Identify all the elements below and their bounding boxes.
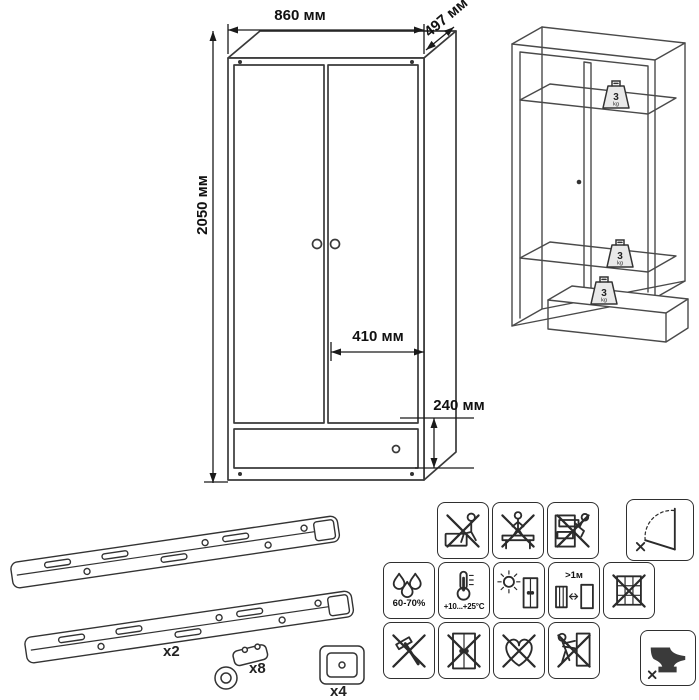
temperature-label: +10...+25°C — [443, 602, 485, 612]
temperature-icon: +10...+25°C — [438, 562, 490, 619]
iso-door-knob — [576, 179, 582, 185]
avoid-sunlight-icon — [493, 562, 545, 619]
no-child-climbing-icon — [547, 502, 599, 559]
weight-badge-1: 3 kg — [602, 80, 630, 109]
no-standing-icon — [492, 502, 544, 559]
front-view — [227, 30, 457, 481]
weight-1-unit: kg — [613, 102, 619, 108]
right-door-knob — [329, 238, 341, 250]
width-dimension-label: 860 мм — [274, 7, 325, 24]
pulled-drawer-body — [547, 298, 689, 343]
weight-2-unit: kg — [617, 261, 623, 267]
person-sitting-crossed-icon — [444, 512, 480, 548]
hinges-qty-label: x8 — [249, 660, 266, 677]
humidity-icon: 60-70% — [383, 562, 435, 619]
no-hammering-icon — [383, 622, 435, 679]
feet-qty-label: x4 — [330, 683, 347, 700]
weight-badge-3: 3 kg — [590, 276, 618, 305]
no-glass-impact-icon — [603, 562, 655, 619]
sun-wardrobe-icon — [497, 569, 539, 608]
wardrobe-crossed-icon — [447, 632, 481, 669]
drawer-slide-2 — [24, 590, 355, 664]
dimension-width: 860 мм — [227, 7, 425, 54]
person-pushing-crossed-icon — [557, 632, 591, 668]
heart-crossed-icon — [502, 633, 536, 668]
drawer-height-dimension-label: 240 мм — [433, 397, 484, 414]
hammer-crossed-icon — [392, 633, 426, 668]
dimension-drawer-height: 240 мм — [400, 397, 485, 469]
anvil-icon — [647, 647, 686, 680]
weight-1-value: 3 — [613, 92, 619, 103]
no-sitting-icon — [437, 502, 489, 559]
child-climbing-crossed-icon — [554, 512, 590, 548]
isometric-view: 3 kg 3 kg 3 kg — [511, 26, 689, 343]
weight-3-unit: kg — [601, 298, 607, 304]
thermometer-icon — [456, 570, 474, 601]
open-door-edge — [583, 61, 592, 293]
heater-distance-label: >1м — [565, 570, 583, 582]
dimension-inner-width: 410 мм — [330, 328, 424, 361]
heater-distance-icon: >1м — [548, 562, 600, 619]
radiator-distance-icon — [555, 583, 594, 609]
no-pushing-icon — [548, 622, 600, 679]
left-door-knob — [311, 238, 323, 250]
middle-shelf — [519, 241, 677, 273]
top-shelf — [519, 83, 677, 115]
humidity-label: 60-70% — [392, 598, 426, 610]
drawer-slide-1 — [10, 515, 341, 589]
dimension-height: 2050 мм — [194, 31, 228, 483]
cup-hinge-icon — [214, 643, 269, 690]
water-drops-icon — [392, 573, 422, 599]
weight-3-value: 3 — [601, 288, 607, 299]
door-swing-icon — [635, 507, 676, 552]
no-leaning-on-doors-icon — [438, 622, 490, 679]
door-swing-clearance-icon — [626, 499, 694, 561]
foot-pad-icon — [319, 645, 365, 685]
lattice-crossed-icon — [612, 573, 646, 608]
drawer-knob — [391, 444, 401, 454]
inner-width-dimension-label: 410 мм — [352, 328, 403, 345]
weight-2-value: 3 — [617, 251, 623, 262]
weight-badge-2: 3 kg — [606, 239, 634, 268]
slides-qty-label: x2 — [163, 643, 180, 660]
person-standing-crossed-icon — [501, 510, 535, 549]
height-dimension-label: 2050 мм — [194, 175, 211, 235]
drawer-front — [233, 428, 419, 469]
heavy-anvil-icon — [640, 630, 696, 686]
heart-care-icon — [493, 622, 545, 679]
pulled-drawer-top — [547, 285, 689, 314]
